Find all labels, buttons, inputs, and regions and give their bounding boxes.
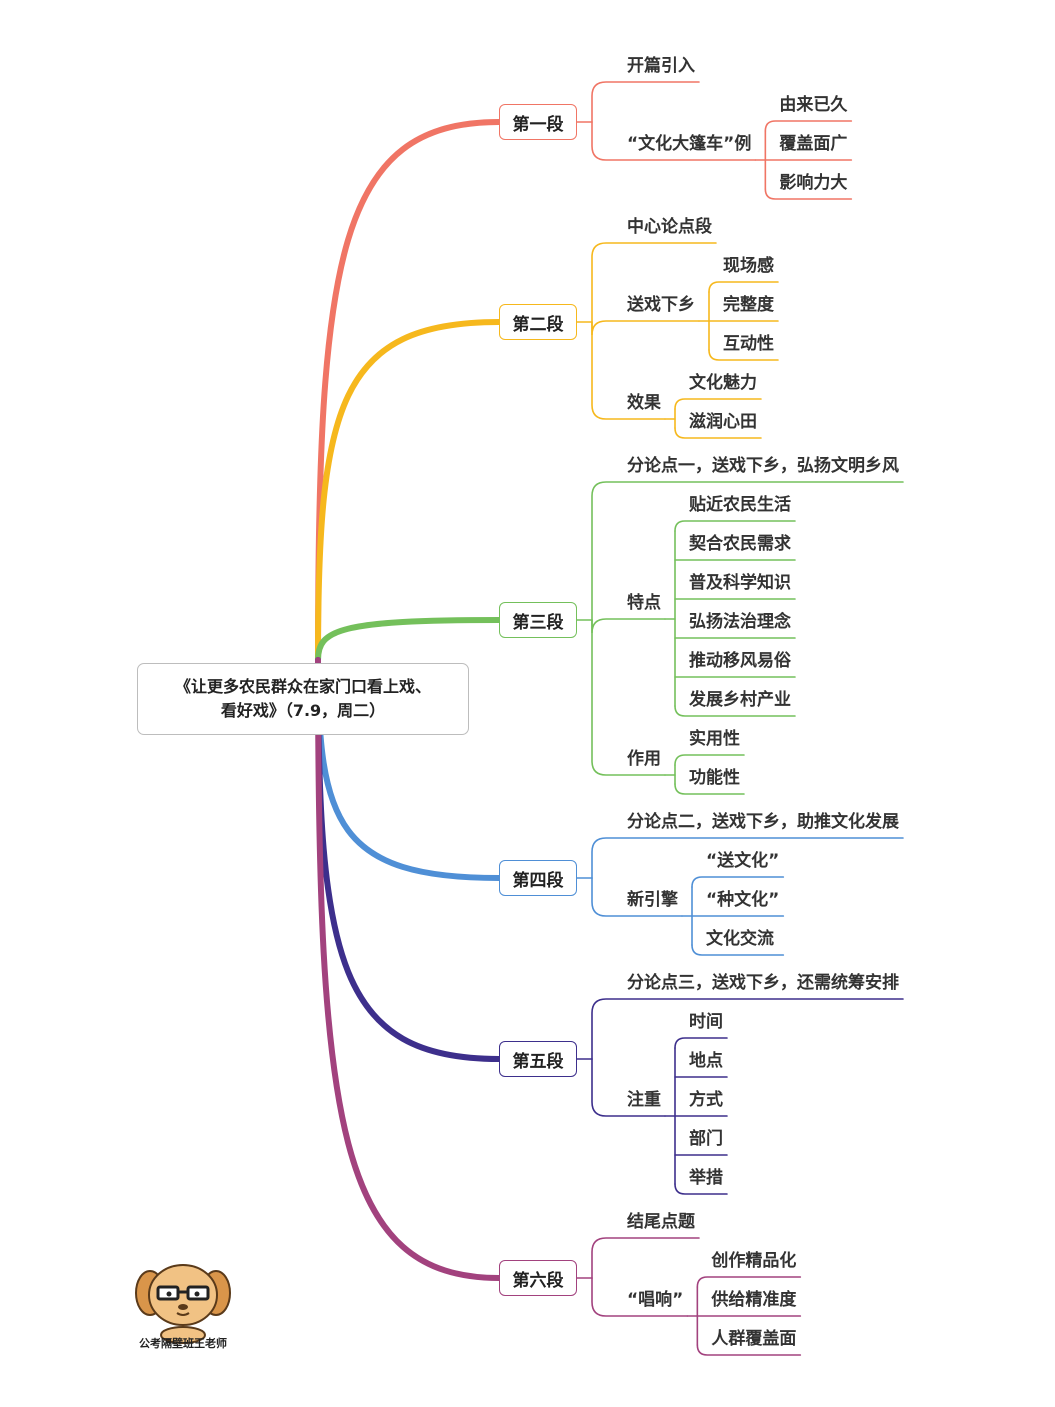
child-topic[interactable]: 分论点一，送戏下乡，弘扬文明乡风 xyxy=(627,456,899,476)
leaf-underline xyxy=(691,944,785,956)
child-connector xyxy=(591,1058,666,1117)
child-connector xyxy=(591,81,700,123)
leaf-topic[interactable]: 文化魅力 xyxy=(688,373,757,393)
leaf-underline xyxy=(708,281,779,293)
child-connector xyxy=(591,998,904,1060)
leaf-topic[interactable]: 贴近农民生活 xyxy=(688,495,791,515)
leaf-topic[interactable]: 由来已久 xyxy=(779,95,848,115)
leaf-topic[interactable]: 完整度 xyxy=(722,295,774,315)
cartoon-dog-logo-icon xyxy=(135,1264,231,1344)
root-topic[interactable]: 《让更多农民群众在家门口看上戏、 看好戏》（7.9，周二） xyxy=(137,663,469,735)
child-topic[interactable]: 中心论点段 xyxy=(627,217,712,237)
child-topic[interactable]: 开篇引入 xyxy=(627,56,695,76)
child-connector xyxy=(591,121,757,161)
leaf-topic[interactable]: 覆盖面广 xyxy=(779,134,848,154)
leaf-topic[interactable]: 地点 xyxy=(688,1051,723,1071)
child-connector xyxy=(591,321,666,420)
leaf-underline xyxy=(674,427,762,439)
leaf-topic[interactable]: 推动移风易俗 xyxy=(688,651,791,671)
child-topic[interactable]: 分论点二，送戏下乡，助推文化发展 xyxy=(627,812,899,832)
leaf-topic[interactable]: 供给精准度 xyxy=(711,1290,797,1310)
leaf-topic[interactable]: 弘扬法治理念 xyxy=(688,612,791,632)
child-topic[interactable]: 结尾点题 xyxy=(627,1212,695,1232)
leaf-topic[interactable]: 普及科学知识 xyxy=(688,573,791,593)
leaf-topic[interactable]: 文化交流 xyxy=(705,929,774,949)
child-connector xyxy=(591,481,904,621)
section-node-2[interactable]: 第二段 xyxy=(499,304,577,340)
section-node-3[interactable]: 第三段 xyxy=(499,602,577,638)
leaf-topic[interactable]: 时间 xyxy=(688,1012,723,1032)
child-connector xyxy=(591,837,904,879)
leaf-topic[interactable]: 现场感 xyxy=(722,256,774,276)
leaf-underline xyxy=(674,783,745,795)
leaf-topic[interactable]: “送文化” xyxy=(705,851,780,871)
section-label: 第一段 xyxy=(512,114,564,135)
leaf-underline xyxy=(691,876,785,888)
child-topic[interactable]: 效果 xyxy=(627,393,661,413)
section-label: 第六段 xyxy=(512,1270,564,1291)
child-topic[interactable]: 分论点三，送戏下乡，还需统筹安排 xyxy=(627,973,899,993)
section-node-4[interactable]: 第四段 xyxy=(499,860,577,896)
leaf-topic[interactable]: 契合农民需求 xyxy=(688,534,791,554)
leaf-underline xyxy=(674,705,796,717)
section-node-5[interactable]: 第五段 xyxy=(499,1041,577,1077)
child-topic[interactable]: 注重 xyxy=(627,1090,661,1110)
section-label: 第二段 xyxy=(512,314,564,335)
leaf-topic[interactable]: 方式 xyxy=(688,1090,723,1110)
author-signature: 公考隔壁班王老师 xyxy=(139,1337,227,1350)
leaf-underline xyxy=(674,754,745,766)
leaf-topic[interactable]: “种文化” xyxy=(705,890,780,910)
leaf-underline xyxy=(708,349,779,361)
child-connector xyxy=(591,320,700,336)
section-node-6[interactable]: 第六段 xyxy=(499,1260,577,1296)
leaf-underline xyxy=(674,520,796,532)
leaf-underline xyxy=(764,188,853,200)
root-title-line2: 看好戏》（7.9，周二） xyxy=(220,701,386,720)
section-label: 第三段 xyxy=(512,612,564,633)
section-node-1[interactable]: 第一段 xyxy=(499,104,577,140)
leaf-topic[interactable]: 创作精品化 xyxy=(711,1251,797,1271)
leaf-topic[interactable]: 功能性 xyxy=(688,768,740,788)
child-connector xyxy=(591,619,666,776)
leaf-topic[interactable]: 人群覆盖面 xyxy=(711,1329,797,1349)
leaf-underline xyxy=(696,1276,802,1288)
child-topic[interactable]: 特点 xyxy=(627,593,661,613)
main-branch-line xyxy=(315,617,502,663)
main-branch-line xyxy=(315,319,502,663)
child-connector xyxy=(591,1277,689,1317)
leaf-topic[interactable]: 举措 xyxy=(688,1168,723,1188)
child-topic[interactable]: 新引擎 xyxy=(627,890,678,910)
leaf-topic[interactable]: 部门 xyxy=(688,1129,723,1149)
leaf-topic[interactable]: 滋润心田 xyxy=(688,412,757,432)
child-topic[interactable]: “唱响” xyxy=(627,1290,684,1310)
leaf-topic[interactable]: 发展乡村产业 xyxy=(688,690,791,710)
leaf-topic[interactable]: 影响力大 xyxy=(779,173,848,193)
child-connector xyxy=(591,877,683,917)
leaf-underline xyxy=(696,1344,802,1356)
child-connector xyxy=(591,618,666,634)
section-label: 第四段 xyxy=(512,870,564,891)
leaf-underline xyxy=(764,120,853,132)
leaf-topic[interactable]: 互动性 xyxy=(722,334,774,354)
leaf-underline xyxy=(674,1183,728,1195)
child-connector xyxy=(591,1237,700,1279)
section-label: 第五段 xyxy=(512,1051,564,1072)
leaf-underline xyxy=(674,398,762,410)
leaf-topic[interactable]: 实用性 xyxy=(688,729,740,749)
root-title-line1: 《让更多农民群众在家门口看上戏、 xyxy=(174,677,431,696)
child-topic[interactable]: “文化大篷车”例 xyxy=(627,134,752,154)
child-topic[interactable]: 作用 xyxy=(627,749,661,769)
main-branch-line xyxy=(315,657,502,1281)
child-topic[interactable]: 送戏下乡 xyxy=(627,295,695,315)
child-connector xyxy=(591,242,717,323)
main-branch-line xyxy=(315,119,502,663)
leaf-underline xyxy=(674,1037,728,1049)
